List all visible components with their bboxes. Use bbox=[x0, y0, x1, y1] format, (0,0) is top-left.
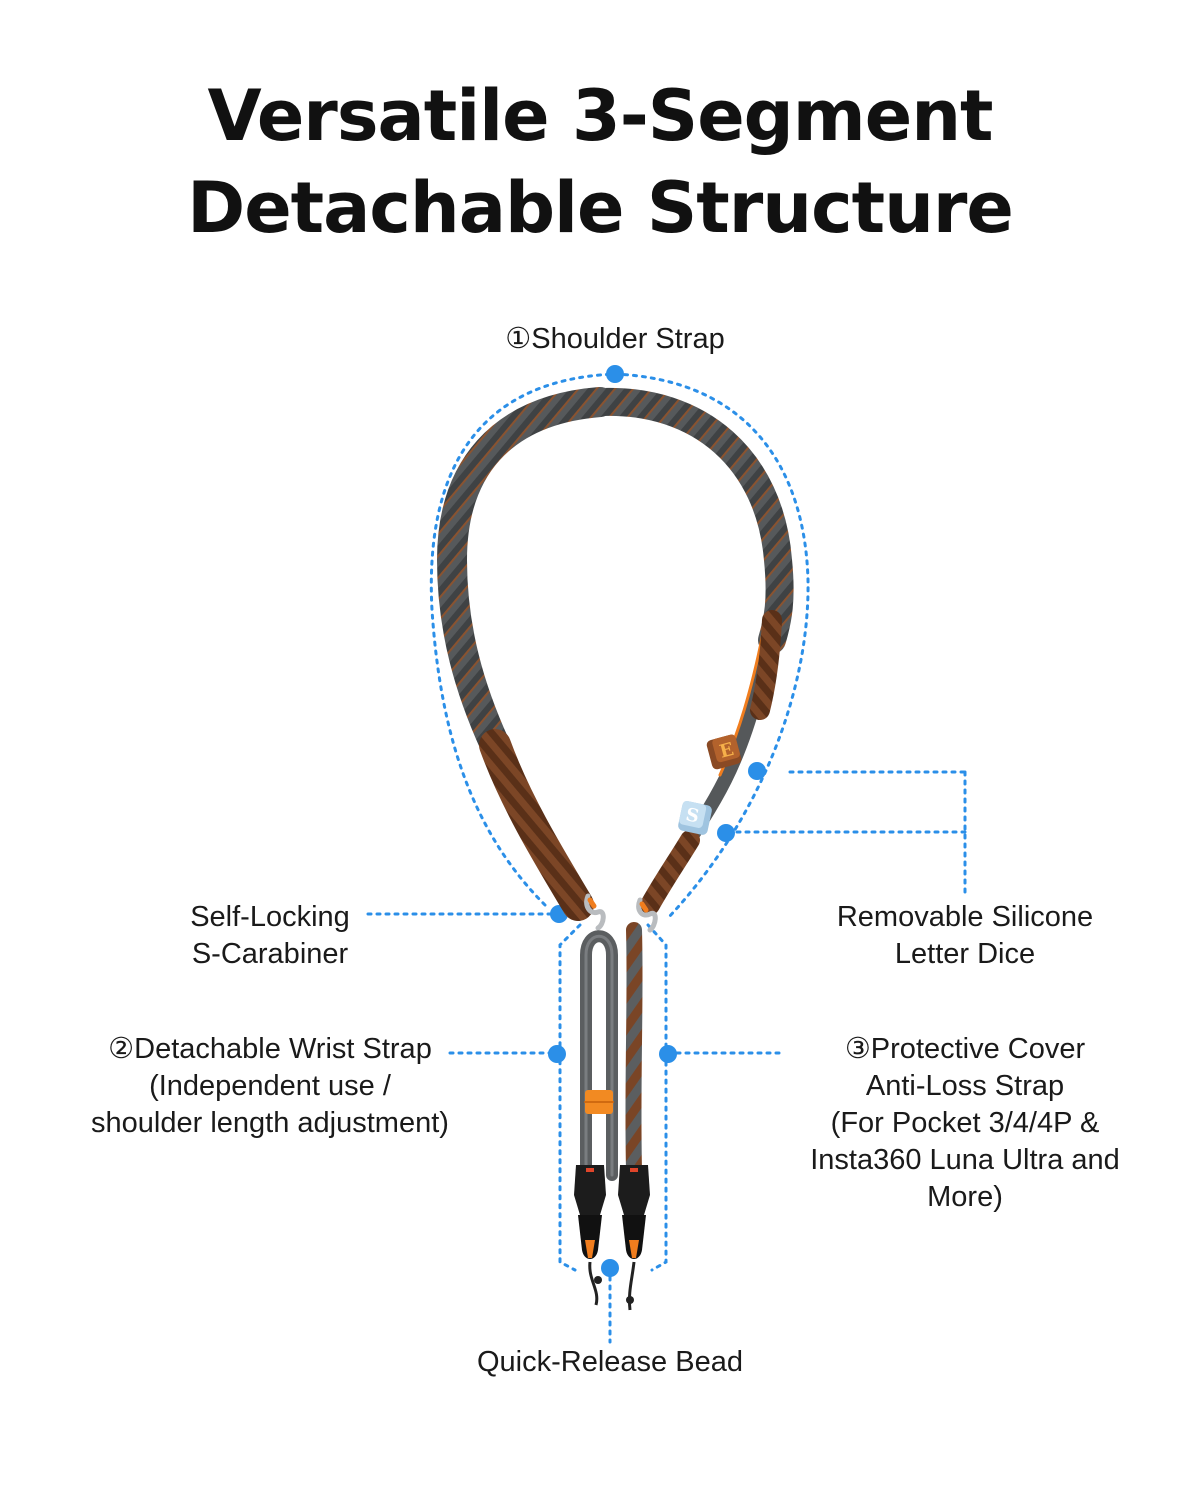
protective-cover-label-line-1: ③Protective Cover bbox=[844, 1033, 1086, 1065]
shoulder-strap-label: ①Shoulder Strap bbox=[505, 323, 725, 355]
carabiner-label-line-2: S-Carabiner bbox=[191, 938, 349, 970]
s-carabiners bbox=[584, 893, 658, 933]
bead-dot bbox=[601, 1259, 619, 1277]
protective-cover-label-line-2: Anti-Loss Strap bbox=[865, 1070, 1065, 1102]
dice-s: S bbox=[678, 800, 712, 835]
wrist-strap-dot bbox=[548, 1045, 566, 1063]
wrist-strap bbox=[580, 930, 618, 1181]
dice-dot-e bbox=[748, 762, 766, 780]
protective-cover-label: ③Protective Cover Anti-Loss Strap (For P… bbox=[780, 1031, 1150, 1216]
wrist-strap-label-line-1: ②Detachable Wrist Strap bbox=[108, 1033, 432, 1065]
dice-e: E bbox=[706, 734, 742, 770]
letter-dice-label-line-2: Letter Dice bbox=[894, 938, 1036, 970]
buckle-left bbox=[574, 1165, 606, 1306]
page-title: Versatile 3-Segment Detachable Structure bbox=[0, 70, 1200, 254]
carabiner-label: Self-Locking S-Carabiner bbox=[140, 899, 400, 973]
protective-cover-label-line-4: Insta360 Luna Ultra and bbox=[810, 1144, 1120, 1176]
protective-cover-label-line-3: (For Pocket 3/4/4P & bbox=[830, 1107, 1100, 1139]
dice-e-letter: E bbox=[717, 739, 736, 763]
letter-dice: E S bbox=[678, 734, 742, 835]
carabiner-label-line-1: Self-Locking bbox=[190, 901, 350, 933]
dice-s-letter: S bbox=[684, 804, 701, 827]
wrist-strap-label: ②Detachable Wrist Strap (Independent use… bbox=[55, 1031, 485, 1142]
title-line-1: Versatile 3-Segment bbox=[207, 75, 993, 157]
title-line-2: Detachable Structure bbox=[187, 167, 1014, 249]
dice-dot-s bbox=[717, 824, 735, 842]
shoulder-strap bbox=[436, 387, 794, 921]
wrist-strap-label-line-3: shoulder length adjustment) bbox=[91, 1107, 449, 1139]
wrist-strap-outline bbox=[558, 923, 582, 1272]
protective-cover-label-line-5: More) bbox=[927, 1181, 1003, 1213]
cover-strap bbox=[625, 922, 643, 1178]
buckle-right bbox=[618, 1165, 650, 1311]
cover-strap-dot bbox=[659, 1045, 677, 1063]
quick-release-bead-label: Quick-Release Bead bbox=[477, 1346, 743, 1378]
cover-strap-outline bbox=[646, 923, 668, 1272]
quick-release-buckles bbox=[574, 1165, 650, 1311]
wrist-strap-label-line-2: (Independent use / bbox=[149, 1070, 391, 1102]
letter-dice-label-line-1: Removable Silicone bbox=[836, 901, 1094, 933]
shoulder-strap-dot bbox=[606, 365, 624, 383]
letter-dice-label: Removable Silicone Letter Dice bbox=[800, 899, 1130, 973]
